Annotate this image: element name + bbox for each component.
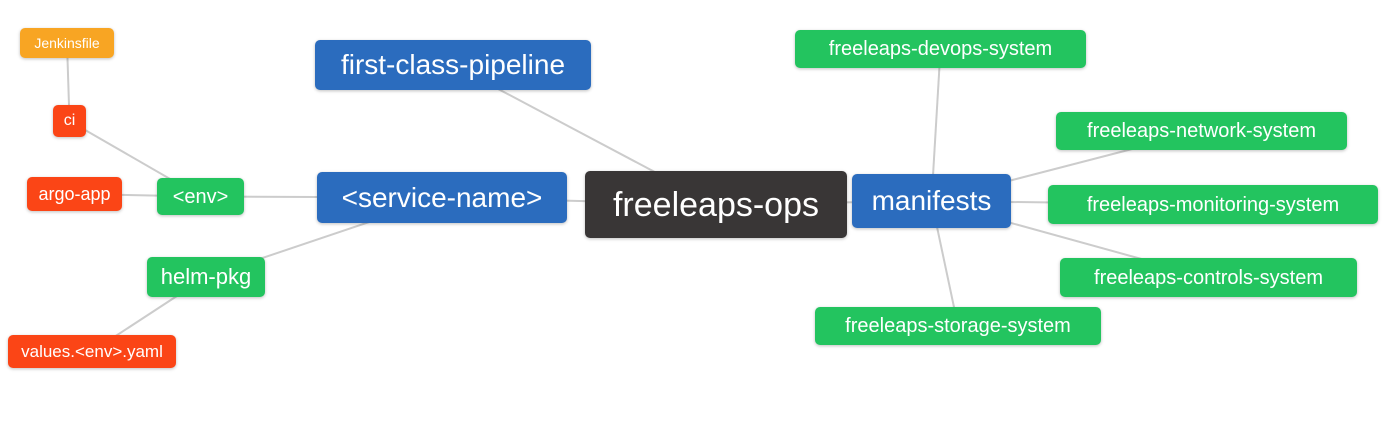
mindmap-node-freeleaps-storage-system[interactable]: freeleaps-storage-system bbox=[815, 307, 1101, 345]
mindmap-node-freeleaps-devops-system[interactable]: freeleaps-devops-system bbox=[795, 30, 1086, 68]
mindmap-node-ci[interactable]: ci bbox=[53, 105, 86, 137]
mindmap-node-jenkinsfile[interactable]: Jenkinsfile bbox=[20, 28, 114, 58]
mindmap-node-freeleaps-network-system[interactable]: freeleaps-network-system bbox=[1056, 112, 1347, 150]
mindmap-node-argo-app[interactable]: argo-app bbox=[27, 177, 122, 211]
mindmap-node-helm-pkg[interactable]: helm-pkg bbox=[147, 257, 265, 297]
mindmap-node-env[interactable]: <env> bbox=[157, 178, 244, 215]
mindmap-node-freeleaps-monitoring-system[interactable]: freeleaps-monitoring-system bbox=[1048, 185, 1378, 224]
mindmap-node-first-class-pipeline[interactable]: first-class-pipeline bbox=[315, 40, 591, 90]
mindmap-node-values-env-yaml[interactable]: values.<env>.yaml bbox=[8, 335, 176, 368]
mindmap-node-freeleaps-ops[interactable]: freeleaps-ops bbox=[585, 171, 847, 238]
mindmap-node-service-name[interactable]: <service-name> bbox=[317, 172, 567, 223]
mindmap-node-manifests[interactable]: manifests bbox=[852, 174, 1011, 228]
mindmap-node-freeleaps-controls-system[interactable]: freeleaps-controls-system bbox=[1060, 258, 1357, 297]
